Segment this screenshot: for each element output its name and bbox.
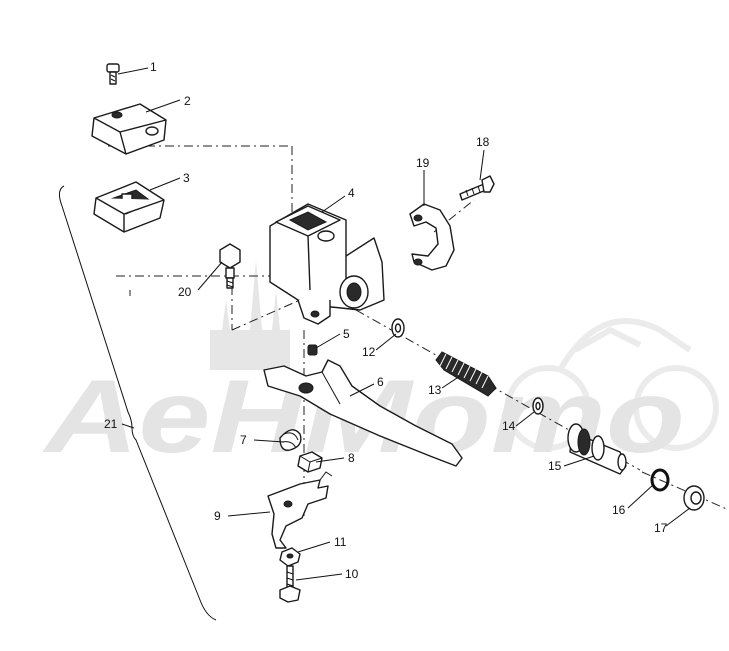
part-15-piston <box>567 423 627 475</box>
part-16-o-ring <box>650 468 670 492</box>
callout-13: 13 <box>428 383 442 397</box>
callout-1: 1 <box>150 60 157 74</box>
callout-12: 12 <box>362 345 376 359</box>
callout-16: 16 <box>612 503 626 517</box>
part-1-screw <box>106 63 120 85</box>
callout-10: 10 <box>345 567 359 581</box>
callout-20: 20 <box>178 285 192 299</box>
callout-14: 14 <box>502 419 516 433</box>
callout-21: 21 <box>104 417 118 431</box>
callout-4: 4 <box>348 186 355 200</box>
part-5-set-screw <box>307 344 318 356</box>
part-18-bolt <box>459 175 495 201</box>
part-8-nut <box>297 451 323 473</box>
callout-labels: 1 2 3 4 5 6 7 8 9 10 11 12 13 14 15 16 1… <box>104 60 668 581</box>
callout-7: 7 <box>240 433 247 447</box>
callout-8: 8 <box>348 451 355 465</box>
callout-17: 17 <box>654 521 668 535</box>
callout-11: 11 <box>334 535 347 549</box>
part-10-screw <box>279 565 301 603</box>
callout-18: 18 <box>476 135 490 149</box>
callout-3: 3 <box>183 171 190 185</box>
leader-lines <box>117 67 691 581</box>
part-12-washer <box>391 318 405 338</box>
part-9-bracket <box>267 471 333 549</box>
assembly-bracket <box>58 185 217 621</box>
callout-5: 5 <box>343 327 350 341</box>
callout-9: 9 <box>214 509 221 523</box>
callout-6: 6 <box>377 375 384 389</box>
part-6-lever <box>263 359 463 467</box>
part-17-washer <box>683 485 705 511</box>
watermark-motorcycle-icon <box>505 318 719 451</box>
part-3-diaphragm <box>93 181 165 233</box>
part-19-clamp <box>409 203 455 271</box>
part-11-nut <box>279 547 301 567</box>
callout-15: 15 <box>548 459 562 473</box>
watermark-castle-icon <box>210 260 290 370</box>
part-4-master-cylinder-body <box>269 203 385 325</box>
part-13-spring <box>435 351 497 397</box>
callout-19: 19 <box>416 156 430 170</box>
part-2-reservoir-cover <box>91 103 167 155</box>
part-20-pivot-bolt <box>219 243 241 289</box>
part-7-spring <box>279 429 302 451</box>
callout-2: 2 <box>184 94 191 108</box>
part-14-washer <box>532 397 544 415</box>
